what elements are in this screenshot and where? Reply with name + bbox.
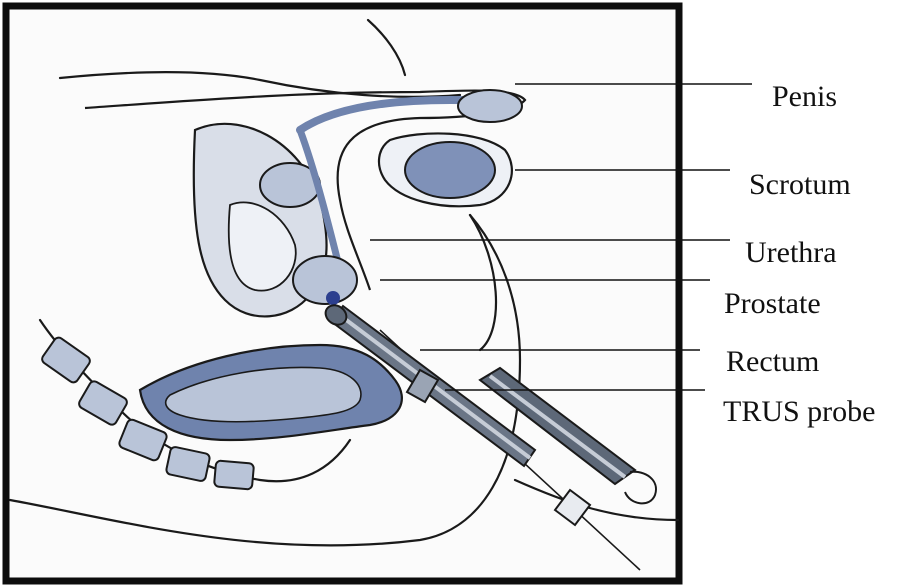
glans <box>458 90 522 122</box>
label-trus-probe: TRUS probe <box>723 395 876 428</box>
label-scrotum: Scrotum <box>749 168 851 201</box>
label-urethra: Urethra <box>745 236 837 269</box>
prostate-gland <box>293 256 357 304</box>
vertebra-5 <box>214 460 254 489</box>
label-group: Penis Scrotum Urethra Prostate Rectum TR… <box>723 80 876 428</box>
testis <box>405 142 495 198</box>
label-prostate: Prostate <box>724 287 821 320</box>
label-penis: Penis <box>772 80 837 113</box>
prostate-dot <box>326 291 340 305</box>
label-rectum: Rectum <box>726 345 819 378</box>
